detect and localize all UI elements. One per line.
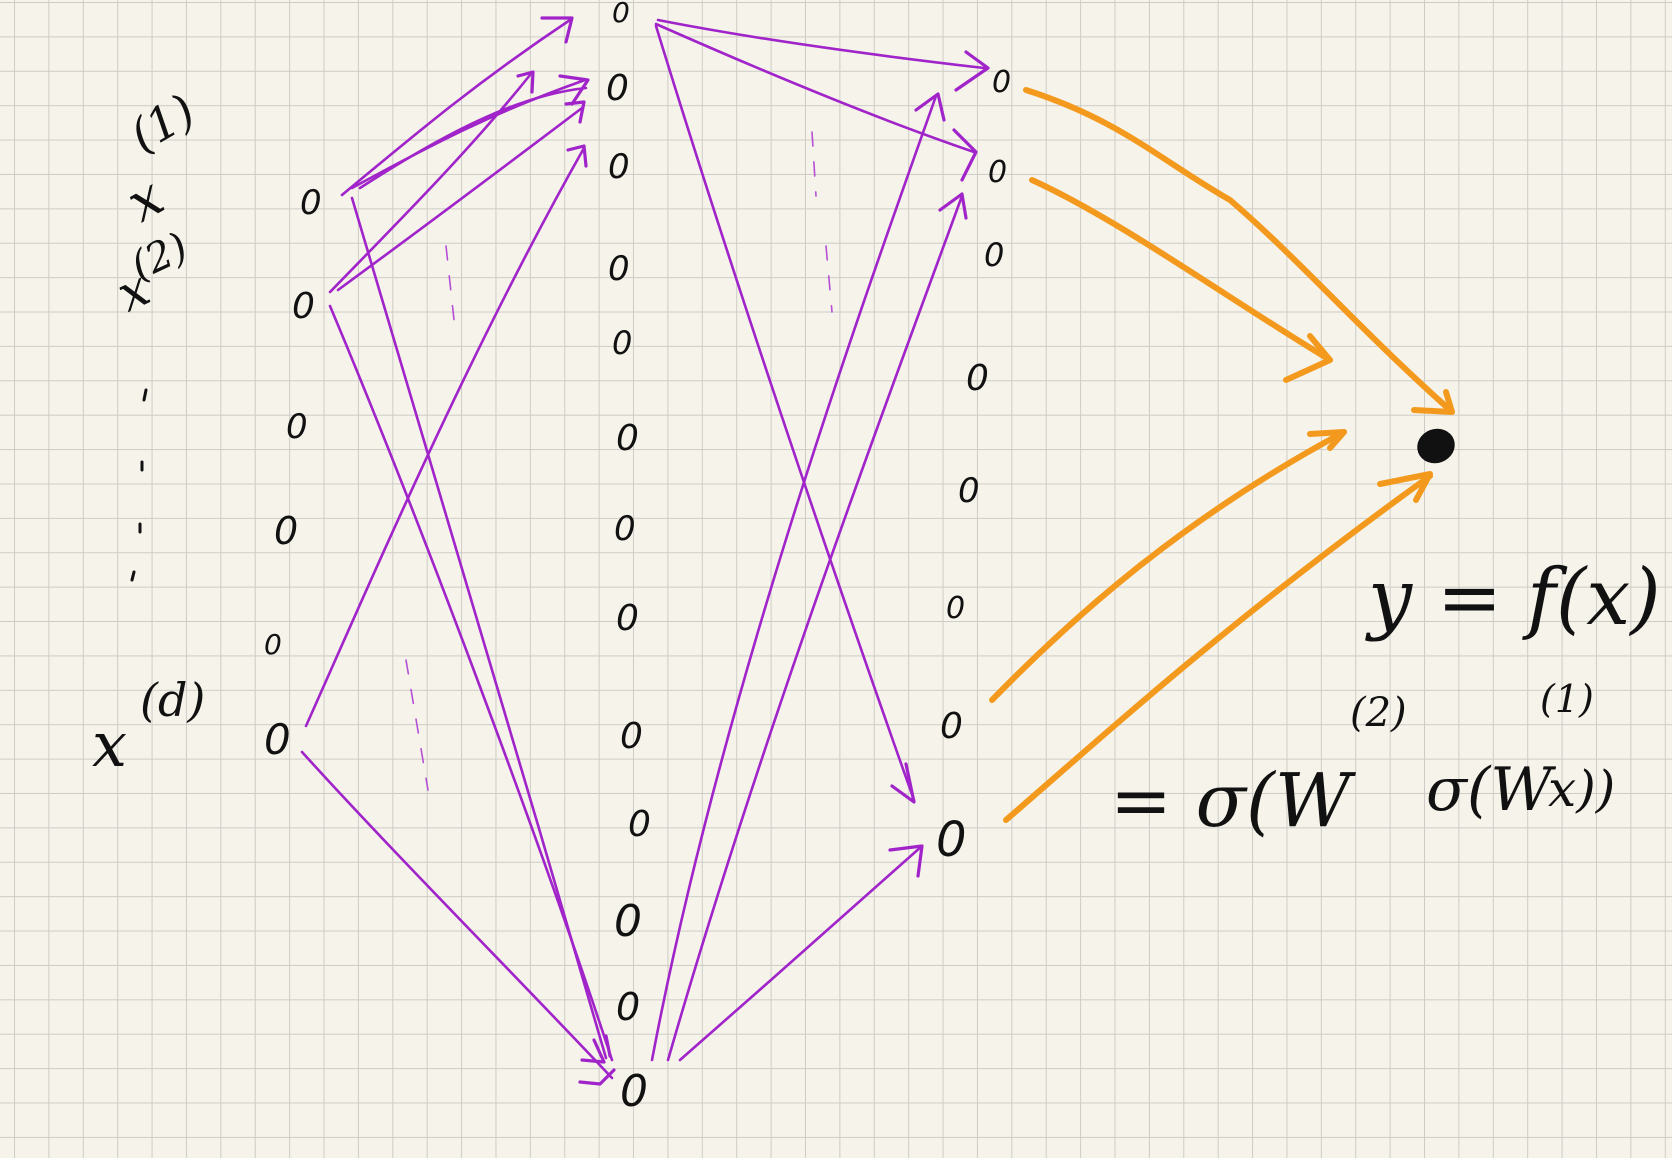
edges-hidden2-to-output	[989, 87, 1455, 823]
edge-h2top-output	[1023, 87, 1453, 413]
equation-line-1: y = f(x)	[1365, 553, 1661, 643]
label-base: x	[92, 708, 127, 781]
edge-in1-h1-top	[340, 18, 572, 197]
hidden1-node: 0	[608, 147, 630, 187]
label-superscript: (1)	[121, 83, 204, 162]
hidden1-node: 0	[612, 0, 630, 29]
output-node	[1417, 428, 1455, 464]
equation-line-2-prefix: = σ(W	[1110, 758, 1357, 844]
equation-line-2-mid: σ(W	[1426, 755, 1556, 825]
edge-in1-h1-second-a	[350, 78, 587, 190]
edges-input-to-hidden1	[300, 16, 616, 1086]
hidden1-node: 0	[612, 324, 632, 362]
hidden2-node: 0	[992, 65, 1011, 100]
label-base: x	[116, 165, 174, 235]
edge-h1bottom-h2top-b	[666, 194, 964, 1062]
hidden-layer-1: 0 0 0 0 0 0 0 0 0 0 0 0 0	[606, 0, 651, 1117]
arrowhead	[888, 844, 924, 878]
input-label-xd: x (d)	[92, 673, 205, 781]
edge-h2third-h2merge	[989, 429, 1347, 703]
equation-line-2-sup-2: (1)	[1540, 677, 1594, 721]
arrowhead	[564, 100, 586, 124]
arrowhead	[540, 16, 574, 44]
edge-h1top-h2top	[656, 18, 986, 70]
arrowhead	[566, 144, 588, 168]
hidden2-node: 0	[936, 812, 967, 868]
ellipsis-dot	[130, 570, 136, 582]
ellipsis-dot	[142, 388, 148, 402]
edge-in2-h1-bottom	[328, 304, 614, 1062]
arrowhead	[952, 128, 978, 182]
hidden2-node: 0	[958, 471, 980, 511]
arrowhead	[954, 50, 990, 92]
hidden-layer-2: 0 0 0 0 0 0 0 0	[936, 65, 1011, 868]
arrowhead	[1307, 429, 1347, 451]
hidden1-node: 0	[614, 509, 636, 549]
dash-mark	[445, 245, 455, 321]
hidden2-node: 0	[988, 155, 1007, 190]
equation: y = f(x) = σ(W (2) σ(W (1) x))	[1110, 553, 1661, 844]
dash-mark	[811, 131, 817, 197]
edge-in1-h1-second-b	[358, 86, 588, 190]
edge-h2bottom-output	[1003, 473, 1433, 823]
input-node: 0	[292, 286, 315, 327]
hidden1-node: 0	[616, 418, 639, 459]
edge-h1top-h2second	[654, 22, 976, 154]
edge-in2-h1-second	[336, 106, 584, 292]
input-node: 0	[286, 407, 308, 447]
edge-ind-h1-third	[304, 146, 586, 728]
arrowhead	[890, 762, 916, 804]
arrowhead	[558, 74, 590, 106]
input-label-x2: x (2)	[108, 224, 195, 323]
input-node: 0	[264, 715, 291, 764]
arrowhead	[1377, 471, 1433, 503]
input-node: 0	[274, 509, 298, 553]
hidden2-node: 0	[946, 591, 965, 626]
input-layer: 0 0 0 0 0 0	[264, 183, 322, 764]
input-label-x1: x (1)	[116, 83, 204, 235]
hidden1-node: 0	[608, 249, 630, 289]
vertical-ellipsis	[130, 388, 148, 582]
label-superscript: (d)	[140, 673, 205, 727]
input-node: 0	[264, 628, 282, 661]
edge-ind-h1-bottom	[300, 750, 614, 1080]
hidden2-node: 0	[984, 236, 1004, 274]
arrowhead	[516, 70, 535, 94]
hidden1-node: 0	[616, 598, 639, 639]
hidden1-node: 0	[620, 1066, 648, 1117]
arrowhead	[1283, 333, 1333, 383]
hidden1-node: 0	[606, 68, 629, 109]
equation-line-2-suffix: x))	[1548, 760, 1615, 818]
edges-hidden1-to-hidden2	[650, 18, 990, 1062]
hidden1-node: 0	[620, 716, 643, 757]
arrowhead-bottom-cluster	[578, 1034, 616, 1086]
dash-mark	[825, 245, 833, 313]
edge-h1bottom-h2bottom	[678, 844, 924, 1062]
edge-in2-h1-top	[328, 73, 532, 294]
edge-h1top-h2bottom	[654, 24, 916, 802]
arrowhead	[1411, 389, 1455, 415]
hidden1-node: 0	[614, 896, 642, 947]
ellipsis-edge-dashes	[405, 131, 833, 791]
arrowhead	[938, 192, 968, 220]
edge-h2second-h2merge	[1029, 177, 1333, 363]
hidden2-node: 0	[966, 358, 989, 399]
arrowhead	[914, 92, 946, 122]
hidden2-node: 0	[940, 706, 963, 747]
hidden1-node: 0	[616, 985, 640, 1029]
equation-line-2-sup-1: (2)	[1350, 690, 1407, 736]
input-node: 0	[300, 183, 322, 223]
hidden1-node: 0	[628, 804, 651, 845]
dash-mark	[405, 659, 429, 791]
edge-h1bottom-h2top-a	[650, 94, 938, 1062]
